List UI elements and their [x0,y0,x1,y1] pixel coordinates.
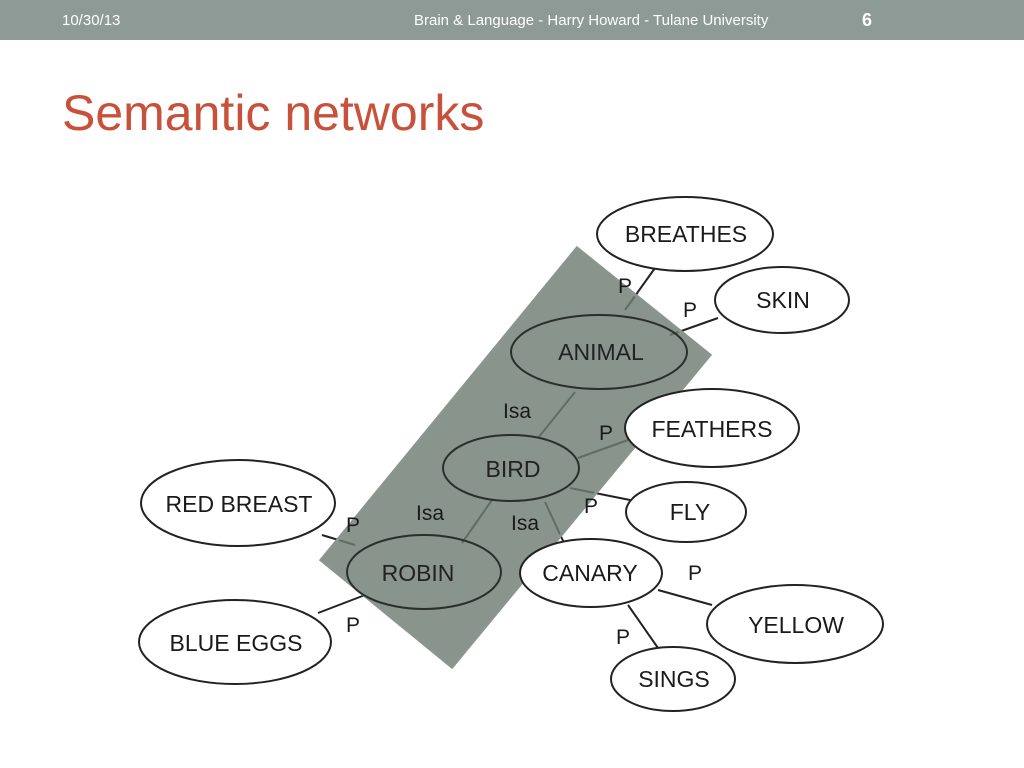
node-canary: CANARY [519,538,663,608]
relation-label-canary-bird: Isa [511,512,539,535]
edge-canary-sings [627,604,659,649]
relation-label-bird-animal: Isa [503,400,531,423]
edge-canary-yellow [657,589,713,606]
relation-label-canary-sings: P [616,626,630,649]
node-label-feathers: FEATHERS [652,416,773,442]
node-label-breathes: BREATHES [625,221,747,247]
node-label-robin: ROBIN [382,560,455,586]
header-bar: 10/30/13 Brain & Language - Harry Howard… [0,0,1024,40]
node-red-breast: RED BREAST [140,459,336,547]
slide-number: 6 [862,10,873,30]
relation-labels: P P Isa P P Isa Isa P P P P [346,275,702,649]
node-label-bird: BIRD [486,456,541,482]
relation-label-animal-skin: P [683,299,697,322]
slide-title: Semantic networks [62,85,485,141]
network-nodes: BREATHES SKIN ANIMAL FEATHERS BIRD FLY R… [138,196,884,712]
node-sings: SINGS [610,646,736,712]
node-label-animal: ANIMAL [558,339,644,365]
node-skin: SKIN [714,266,850,334]
node-label-red-breast: RED BREAST [166,491,313,517]
node-animal: ANIMAL [510,314,688,390]
relation-label-canary-yellow: P [688,562,702,585]
relation-label-bird-fly: P [584,495,598,518]
node-label-blue-eggs: BLUE EGGS [170,630,303,656]
relation-label-bird-feathers: P [599,422,613,445]
node-yellow: YELLOW [706,584,884,664]
node-fly: FLY [625,481,747,543]
inheritance-path-highlight [318,245,713,670]
edge-robin-blue-eggs [317,594,366,614]
relation-label-robin-bird: Isa [416,502,444,525]
relation-label-animal-breathes: P [618,275,632,298]
node-label-yellow: YELLOW [748,612,844,638]
relation-label-robin-red-breast: P [346,514,360,537]
node-label-fly: FLY [670,499,710,525]
slide-date: 10/30/13 [62,12,121,29]
node-blue-eggs: BLUE EGGS [138,599,332,685]
node-feathers: FEATHERS [624,388,800,468]
node-bird: BIRD [442,434,580,502]
node-label-skin: SKIN [756,287,810,313]
node-robin: ROBIN [346,534,502,610]
relation-label-robin-blue-eggs: P [346,614,360,637]
slide-footer: Brain & Language - Harry Howard - Tulane… [414,12,769,29]
node-label-canary: CANARY [542,560,637,586]
node-breathes: BREATHES [596,196,774,272]
node-label-sings: SINGS [638,666,710,692]
